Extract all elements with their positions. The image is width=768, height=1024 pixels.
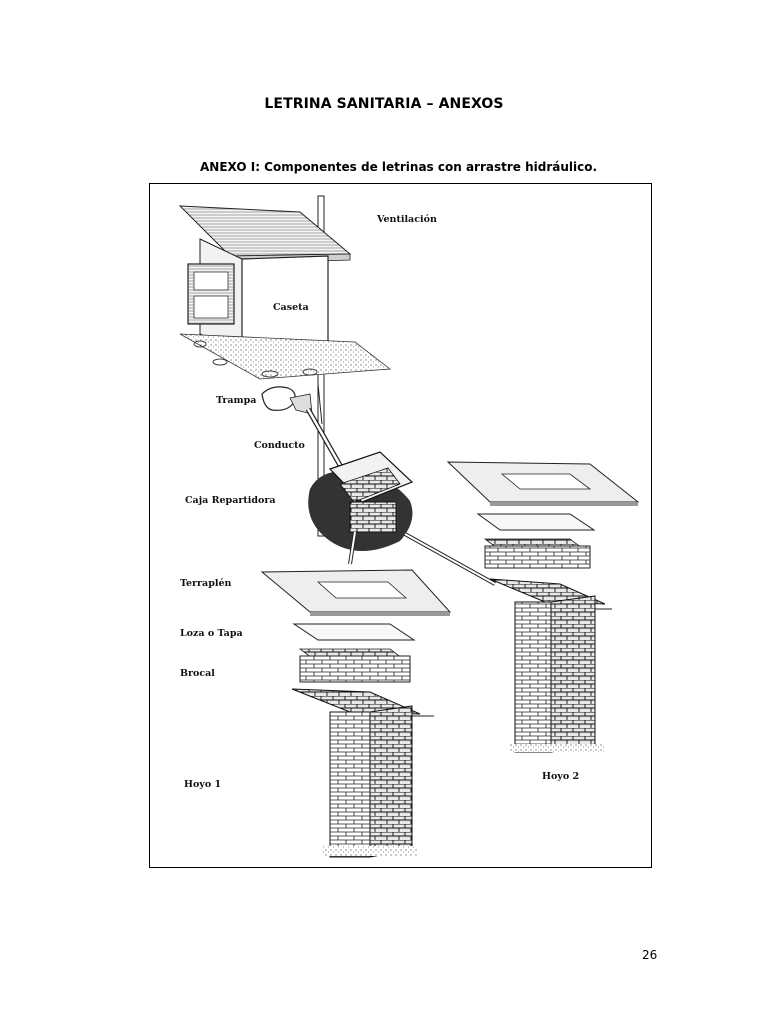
label-ventilacion: Ventilación (377, 214, 437, 225)
pit-1-slab (292, 623, 416, 641)
label-caseta: Caseta (273, 302, 309, 313)
booth (179, 238, 392, 380)
trap-bowl (261, 386, 313, 415)
page-number: 26 (642, 948, 658, 962)
pit-2-curb (483, 538, 592, 569)
label-hoyo-1: Hoyo 1 (184, 779, 222, 790)
label-brocal: Brocal (180, 668, 215, 679)
latrine-components-figure: Ventilación Caseta Trampa Conducto Caja … (149, 183, 652, 868)
distribution-box (308, 451, 414, 565)
conduit-pipe (305, 383, 348, 476)
pit-2-slab (476, 513, 596, 531)
pit-1-shaft (291, 688, 434, 858)
label-loza-tapa: Loza o Tapa (180, 628, 243, 639)
latrine-illustration (178, 195, 640, 858)
label-caja-repartidora: Caja Repartidora (185, 495, 276, 506)
label-conducto: Conducto (254, 440, 305, 451)
pit-1-embankment (260, 569, 452, 616)
pit-2-shaft (489, 578, 612, 753)
label-trampa: Trampa (216, 395, 257, 406)
pit-1-curb (298, 648, 412, 683)
pit-2-embankment (446, 461, 640, 506)
page-title: LETRINA SANITARIA – ANEXOS (264, 96, 504, 112)
label-terraplen: Terraplén (180, 578, 232, 589)
annex-heading: ANEXO I: Componentes de letrinas con arr… (200, 160, 598, 174)
label-hoyo-2: Hoyo 2 (542, 771, 580, 782)
conduit-to-pit-2 (404, 532, 496, 586)
